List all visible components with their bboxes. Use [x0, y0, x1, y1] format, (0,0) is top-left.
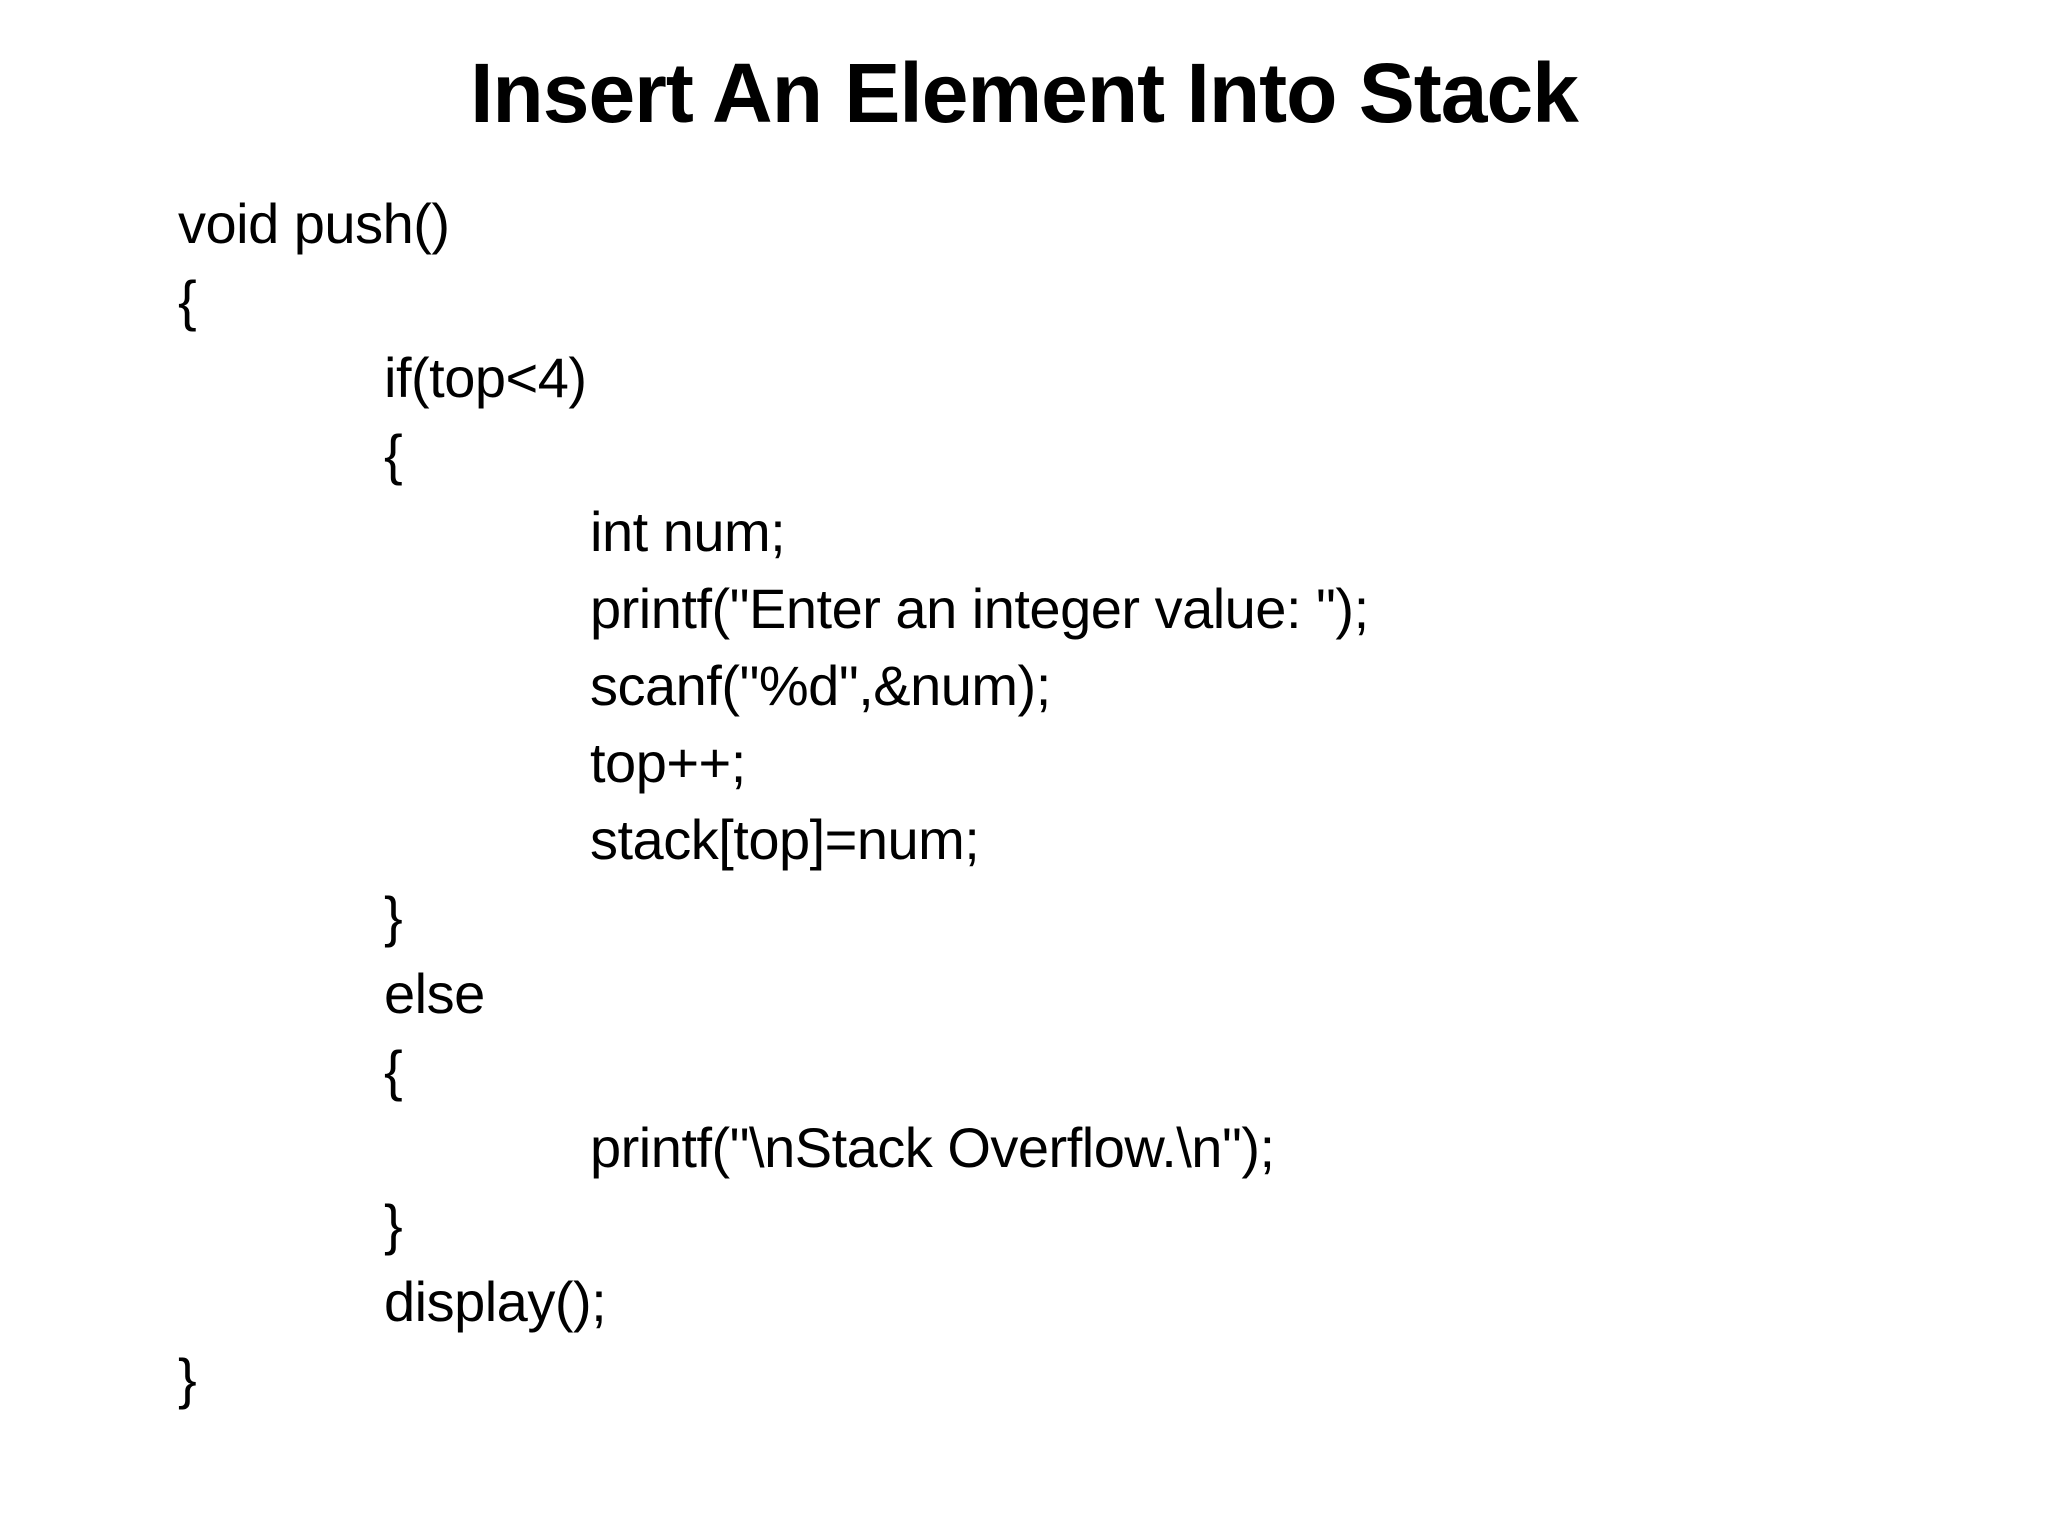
code-line: else [384, 962, 485, 1025]
code-line: { [384, 423, 403, 486]
code-line: } [384, 885, 403, 948]
code-line: if(top<4) [384, 346, 587, 409]
code-line: } [178, 1347, 197, 1410]
code-line: { [178, 269, 197, 332]
code-line: printf("\nStack Overflow.\n"); [590, 1116, 1275, 1179]
code-line: display(); [384, 1270, 607, 1333]
code-line: int num; [590, 500, 786, 563]
slide-title: Insert An Element Into Stack [470, 46, 1579, 140]
code-line: stack[top]=num; [590, 808, 980, 871]
code-line: { [384, 1039, 403, 1102]
code-line: void push() [178, 192, 450, 255]
code-block: void push() { if(top<4) { int num; printf("En… [178, 185, 2048, 1417]
code-line: scanf("%d",&num); [590, 654, 1051, 717]
code-line: top++; [590, 731, 746, 794]
code-line: printf("Enter an integer value: "); [590, 577, 1369, 640]
code-line: } [384, 1193, 403, 1256]
